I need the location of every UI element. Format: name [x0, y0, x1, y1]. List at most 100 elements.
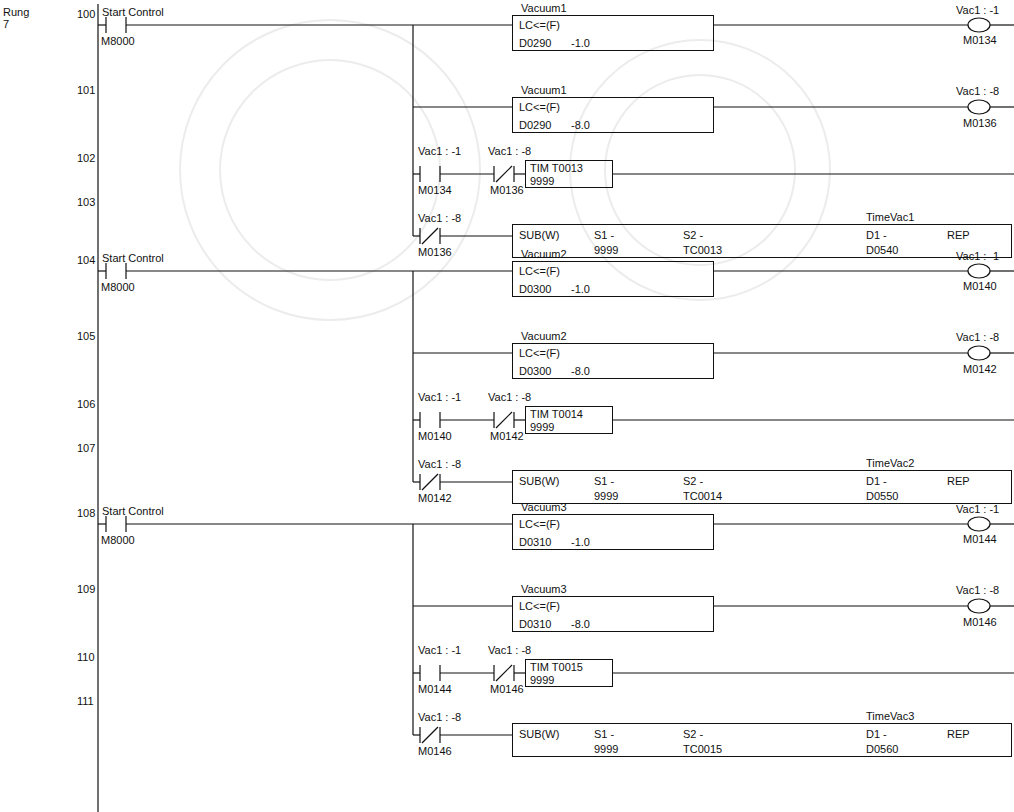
instruction-name: LC<=(F)	[519, 347, 560, 360]
coil-comment: Vac1 : -8	[956, 85, 999, 98]
rung-number: 110	[77, 651, 95, 664]
operand-label: REP	[947, 229, 970, 242]
compare-box: Vacuum2LC<=(F)D0300-1.0	[512, 261, 714, 297]
operand: -1.0	[571, 283, 590, 296]
operand-label: D1 -	[866, 229, 887, 242]
rung-number: 100	[77, 8, 95, 21]
instruction-name: TIM T0015	[530, 661, 583, 674]
device-address: M0142	[490, 430, 524, 443]
rung-number: 107	[77, 442, 95, 455]
operand: D0560	[866, 743, 898, 756]
coil-comment: Vac1 : -1	[956, 4, 999, 17]
operand-label: S2 -	[683, 229, 703, 242]
rung-number: 101	[77, 84, 95, 97]
rung-number: 104	[77, 254, 95, 267]
operand: D0300	[519, 283, 551, 296]
timer-box: TIM T00149999	[525, 406, 613, 434]
device-address: M0140	[963, 280, 997, 293]
operand-label: S2 -	[683, 728, 703, 741]
device-address: M0134	[418, 184, 452, 197]
instruction-name: LC<=(F)	[519, 265, 560, 278]
coil-comment: Vac1 : -1	[956, 250, 999, 263]
instruction-name: LC<=(F)	[519, 19, 560, 32]
rung-number: 105	[77, 330, 95, 343]
subtract-box: TimeVac2SUB(W)S1 -9999S2 -TC0014D1 -D055…	[512, 470, 1012, 504]
operand: TC0014	[683, 490, 722, 503]
compare-box: Vacuum2LC<=(F)D0300-8.0	[512, 343, 714, 379]
operand: D0310	[519, 618, 551, 631]
device-comment: Vacuum2	[521, 330, 567, 343]
operand: D0550	[866, 490, 898, 503]
device-address: M0136	[490, 184, 524, 197]
operand: -1.0	[571, 37, 590, 50]
device-address: M0146	[490, 683, 524, 696]
operand: TC0013	[683, 244, 722, 257]
subtract-box: TimeVac1SUB(W)S1 -9999S2 -TC0013D1 -D054…	[512, 224, 1012, 258]
rung-number: 103	[77, 196, 95, 209]
contact-comment: Vac1 : -8	[488, 644, 531, 657]
subtract-box: TimeVac3SUB(W)S1 -9999S2 -TC0015D1 -D056…	[512, 723, 1012, 757]
contact-comment: Vac1 : -1	[418, 391, 461, 404]
operand: D0290	[519, 37, 551, 50]
instruction-name: LC<=(F)	[519, 101, 560, 114]
operand-label: REP	[947, 728, 970, 741]
device-comment: Vacuum1	[521, 2, 567, 15]
device-comment: Vacuum1	[521, 84, 567, 97]
operand: -1.0	[571, 536, 590, 549]
coil-comment: Vac1 : -8	[956, 331, 999, 344]
contact-comment: Vac1 : -8	[488, 391, 531, 404]
operand: D0300	[519, 365, 551, 378]
operand: 9999	[530, 175, 554, 188]
operand: 9999	[530, 674, 554, 687]
contact-comment: Vac1 : -1	[418, 145, 461, 158]
instruction-name: SUB(W)	[519, 229, 559, 242]
operand: -8.0	[571, 618, 590, 631]
device-comment: TimeVac2	[866, 457, 914, 470]
device-address: M0134	[963, 34, 997, 47]
operand-label: S1 -	[594, 475, 614, 488]
rung-number: 111	[77, 695, 94, 708]
operand-label: S2 -	[683, 475, 703, 488]
operand: 9999	[530, 421, 554, 434]
device-address: M0146	[963, 616, 997, 629]
compare-box: Vacuum3LC<=(F)D0310-1.0	[512, 514, 714, 550]
rung-number: 109	[77, 583, 95, 596]
operand: TC0015	[683, 743, 722, 756]
device-comment: Vacuum2	[521, 248, 567, 261]
instruction-name: SUB(W)	[519, 475, 559, 488]
contact-comment: Vac1 : -1	[418, 644, 461, 657]
coil-comment: Vac1 : -8	[956, 584, 999, 597]
device-comment: TimeVac3	[866, 710, 914, 723]
operand: D0290	[519, 119, 551, 132]
device-address: M0144	[963, 533, 997, 546]
device-comment: Vacuum3	[521, 501, 567, 514]
coil-comment: Vac1 : -1	[956, 503, 999, 516]
operand: D0310	[519, 536, 551, 549]
device-address: M0142	[963, 363, 997, 376]
contact-comment: Vac1 : -8	[488, 145, 531, 158]
operand-label: D1 -	[866, 475, 887, 488]
operand: 9999	[594, 743, 618, 756]
device-comment: TimeVac1	[866, 211, 914, 224]
device-address: M8000	[101, 35, 135, 48]
rung-heading: Rung	[3, 6, 29, 19]
contact-comment: Vac1 : -8	[418, 711, 461, 724]
compare-box: Vacuum1LC<=(F)D0290-8.0	[512, 97, 714, 133]
instruction-name: TIM T0014	[530, 408, 583, 421]
compare-box: Vacuum1LC<=(F)D0290-1.0	[512, 15, 714, 51]
device-comment: Vacuum3	[521, 583, 567, 596]
operand-label: D1 -	[866, 728, 887, 741]
rung-comment: Start Control	[102, 252, 164, 265]
device-address: M0136	[963, 117, 997, 130]
timer-box: TIM T00159999	[525, 659, 613, 687]
operand: D0540	[866, 244, 898, 257]
instruction-name: LC<=(F)	[519, 518, 560, 531]
operand: -8.0	[571, 365, 590, 378]
contact-comment: Vac1 : -8	[418, 212, 461, 225]
rung-comment: Start Control	[102, 505, 164, 518]
operand-label: S1 -	[594, 728, 614, 741]
contact-comment: Vac1 : -8	[418, 458, 461, 471]
device-address: M8000	[101, 534, 135, 547]
operand: 9999	[594, 244, 618, 257]
